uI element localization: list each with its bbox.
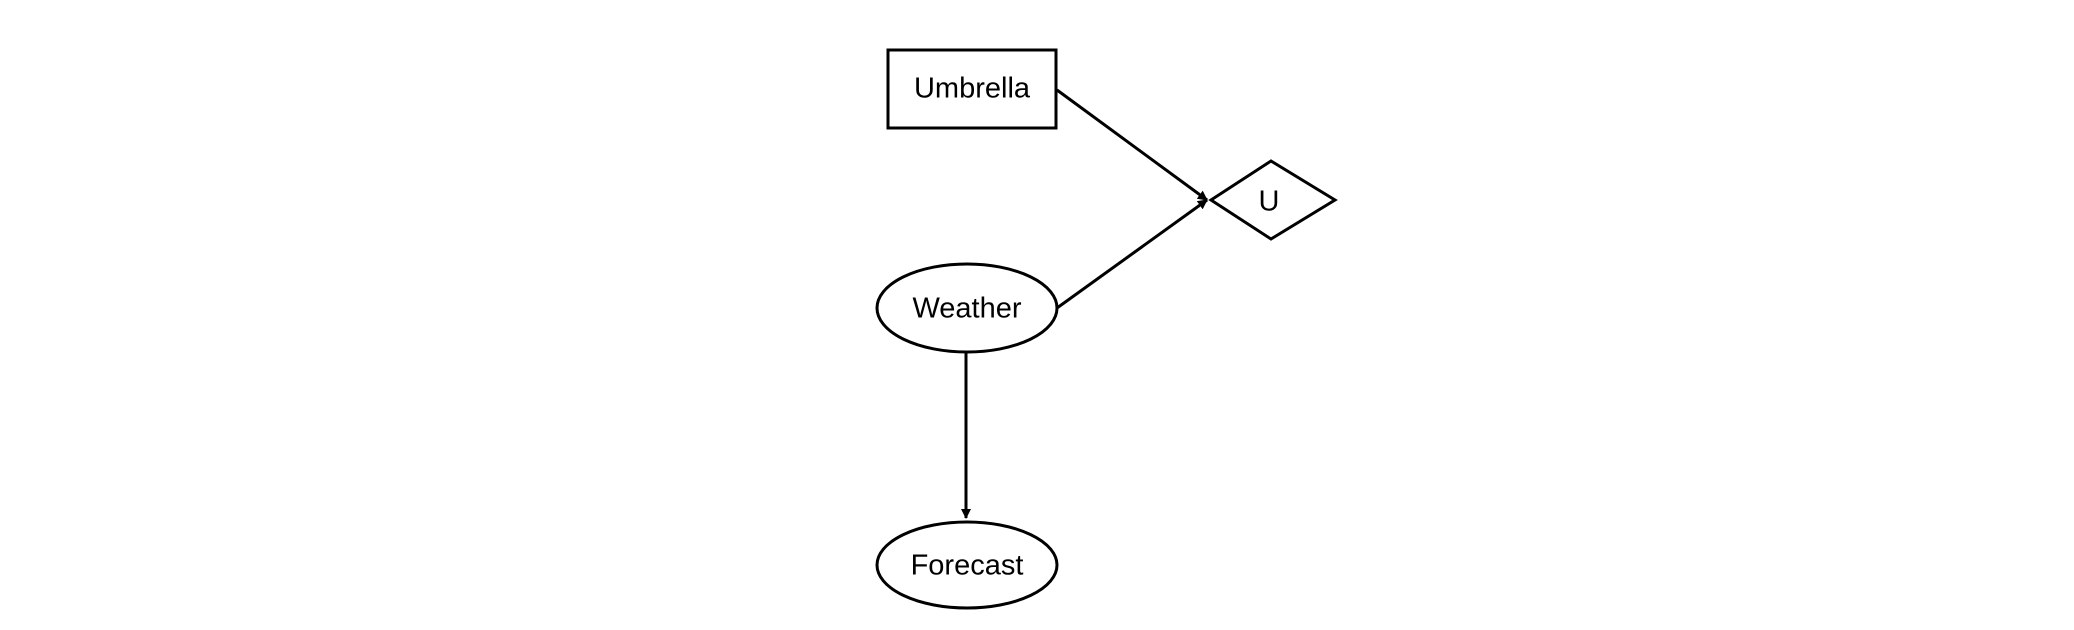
weather-node[interactable]: Weather (875, 262, 1059, 354)
edge-weather-to-utility (1056, 198, 1208, 310)
utility-node[interactable]: U (1208, 159, 1338, 241)
utility-node-shape (1208, 159, 1338, 241)
edge-umbrella-to-utility (1056, 88, 1208, 202)
edges (961, 88, 1208, 519)
umbrella-node-label: Umbrella (914, 73, 1031, 105)
umbrella-node[interactable]: Umbrella (886, 48, 1058, 130)
umbrella-node-shape (886, 48, 1058, 130)
weather-node-shape (875, 262, 1059, 354)
weather-node-label: Weather (912, 293, 1021, 325)
utility-node-label: U (1259, 186, 1280, 218)
forecast-node-shape (875, 520, 1059, 610)
forecast-node[interactable]: Forecast (875, 520, 1059, 610)
forecast-node-label: Forecast (911, 550, 1024, 582)
